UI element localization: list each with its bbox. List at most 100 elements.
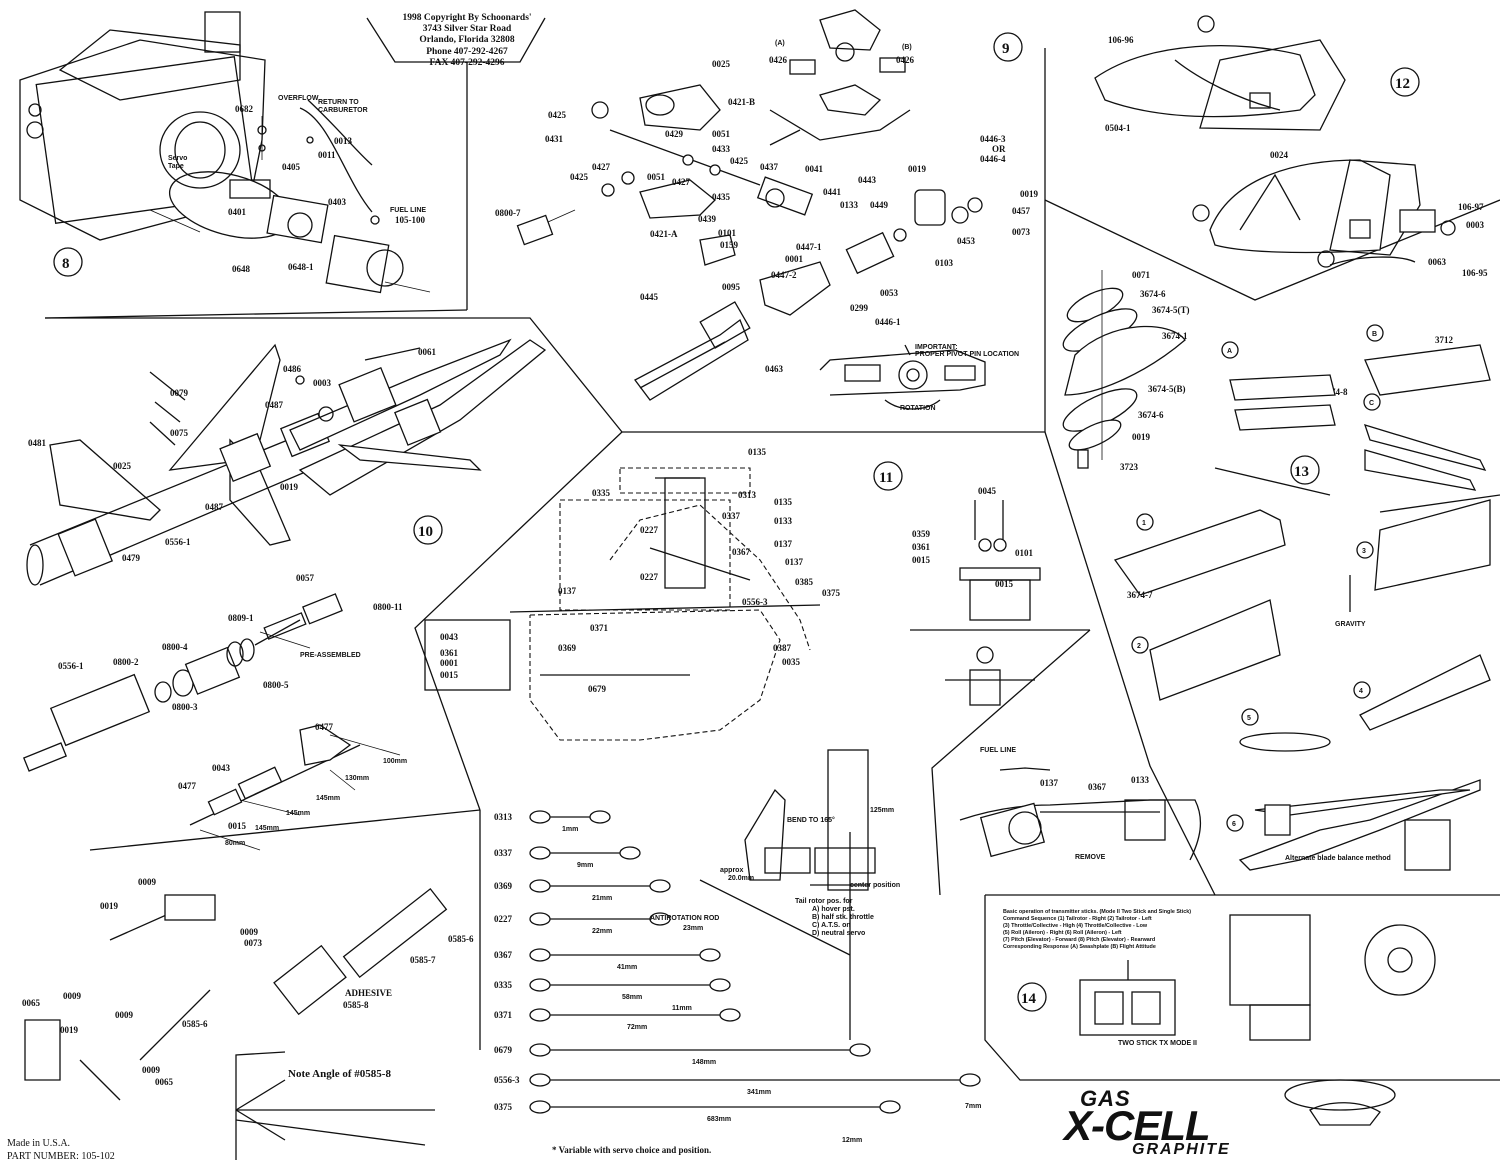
label: 5	[1247, 715, 1251, 722]
label: 0439	[698, 214, 717, 224]
label: 0137	[774, 539, 793, 549]
label: 0446-1	[875, 317, 901, 327]
label: 3723	[1120, 462, 1139, 472]
svg-text:10: 10	[418, 524, 433, 540]
label: 0556-1	[165, 537, 191, 547]
footer-info: Made in U.S.A. PART NUMBER: 105-102	[7, 1137, 115, 1163]
pushrod-part: 0369	[494, 881, 513, 891]
logo-gas: GAS	[1080, 1086, 1131, 1111]
label: 125mm	[870, 807, 894, 814]
label: 0427	[592, 162, 611, 172]
label: 0159	[720, 240, 739, 250]
label: 0447-1	[796, 242, 822, 252]
label: 0009	[142, 1065, 161, 1075]
pushrod-length: 341mm	[747, 1089, 771, 1096]
label: 0065	[155, 1077, 174, 1087]
pushrod-length: 21mm	[592, 895, 612, 902]
label: 3674-1	[1162, 331, 1188, 341]
pushrod-part: 0375	[494, 1102, 513, 1112]
label: 0227	[640, 525, 659, 535]
label: 0227	[640, 572, 659, 582]
section-badge-14	[1017, 982, 1047, 1012]
label: 0556-1	[58, 661, 84, 671]
rod-end	[529, 1043, 551, 1057]
pushrod-chart: 03131mm03379mm036921mm022722mm036741mm03…	[494, 810, 981, 1123]
rod-end	[699, 948, 721, 962]
label: 3674-5(B)	[1148, 384, 1186, 394]
label: 0446-4	[980, 154, 1006, 164]
label: 0585-6	[448, 934, 474, 944]
label: 0457	[1012, 206, 1031, 216]
dim-label: 11mm	[672, 1005, 692, 1012]
copyright-block: 1998 Copyright By Schoonards' 3743 Silve…	[392, 13, 542, 69]
label: 0015	[995, 579, 1014, 589]
label: 0073	[1012, 227, 1031, 237]
label: 145mm	[286, 810, 310, 817]
label: A) hover pst.	[812, 906, 855, 913]
label: 0045	[978, 486, 997, 496]
label: 106-95	[1462, 268, 1488, 278]
label: 0133	[774, 516, 793, 526]
variable-note: * Variable with servo choice and positio…	[552, 1145, 711, 1155]
rod-end	[529, 948, 551, 962]
label: 0487	[205, 502, 224, 512]
label: 0003	[313, 378, 332, 388]
note-angle: Note Angle of #0585-8	[288, 1068, 391, 1080]
label: 0421-A	[650, 229, 678, 239]
label: 0003	[1466, 220, 1485, 230]
instruction-line: Corresponding Response (A) Swashplate (B…	[1003, 944, 1156, 950]
label: 0477	[178, 781, 197, 791]
label: 100mm	[383, 758, 407, 765]
label: 0133	[840, 200, 859, 210]
section-badge-13	[1290, 455, 1320, 485]
label: 0401	[228, 207, 247, 217]
label: (B)	[902, 44, 912, 51]
section-fuel-servo: FUEL LINE 0137 0367 0133 REMOVE	[959, 747, 1202, 861]
label: 0019	[1132, 432, 1151, 442]
label: 0019	[280, 482, 299, 492]
rod-end	[879, 1100, 901, 1114]
xcell-logo: GAS X-CELL GRAPHITE	[1036, 1084, 1236, 1162]
label: 0359	[912, 529, 931, 539]
instruction-line: Basic operation of transmitter sticks. (…	[1003, 909, 1192, 915]
rod-end	[529, 846, 551, 860]
copyright-line: 3743 Silver Star Road	[422, 24, 512, 35]
label: 0063	[1428, 257, 1447, 267]
rod-end	[529, 1100, 551, 1114]
rod-end	[649, 912, 671, 926]
label: RETURN TO	[318, 99, 359, 106]
label: 0019	[60, 1025, 79, 1035]
label: 0585-7	[410, 955, 436, 965]
label: 4	[1359, 688, 1363, 695]
instruction-line: (7) Pitch (Elevator) - Forward (8) Pitch…	[1003, 937, 1156, 943]
label: 0057	[296, 573, 315, 583]
label: 0075	[170, 428, 189, 438]
label: 0387	[773, 643, 792, 653]
logo-xcell: X-CELL	[1064, 1102, 1211, 1149]
rod-end	[529, 810, 551, 824]
label: 0443	[858, 175, 877, 185]
section-11-linkages: 0135 0335 0313 0337 0135 0133 0137 0227 …	[424, 447, 903, 741]
label: 0425	[730, 156, 749, 166]
label: B) half stk. throttle	[812, 914, 874, 921]
section-badge-8	[53, 247, 83, 277]
label: 0135	[748, 447, 767, 457]
section-10-tail: 0486 0061 0003 0079 0487 0075 0481 0025 …	[22, 338, 547, 851]
label: 0019	[908, 164, 927, 174]
label: 80mm	[225, 840, 245, 847]
section-tail-servo: BEND TO 165° 125mm approx 20.0mm center …	[720, 749, 900, 937]
label: 3712	[1435, 335, 1454, 345]
copyright-line: Orlando, Florida 32808	[419, 35, 515, 46]
pushrod-part: 0337	[494, 848, 513, 858]
antirotation-label: ANTIROTATION ROD	[650, 915, 719, 922]
label: 145mm	[255, 825, 279, 832]
label: 0585-6	[182, 1019, 208, 1029]
label: 3674-6	[1138, 410, 1164, 420]
label: 2	[1137, 643, 1141, 650]
rod-end	[529, 879, 551, 893]
